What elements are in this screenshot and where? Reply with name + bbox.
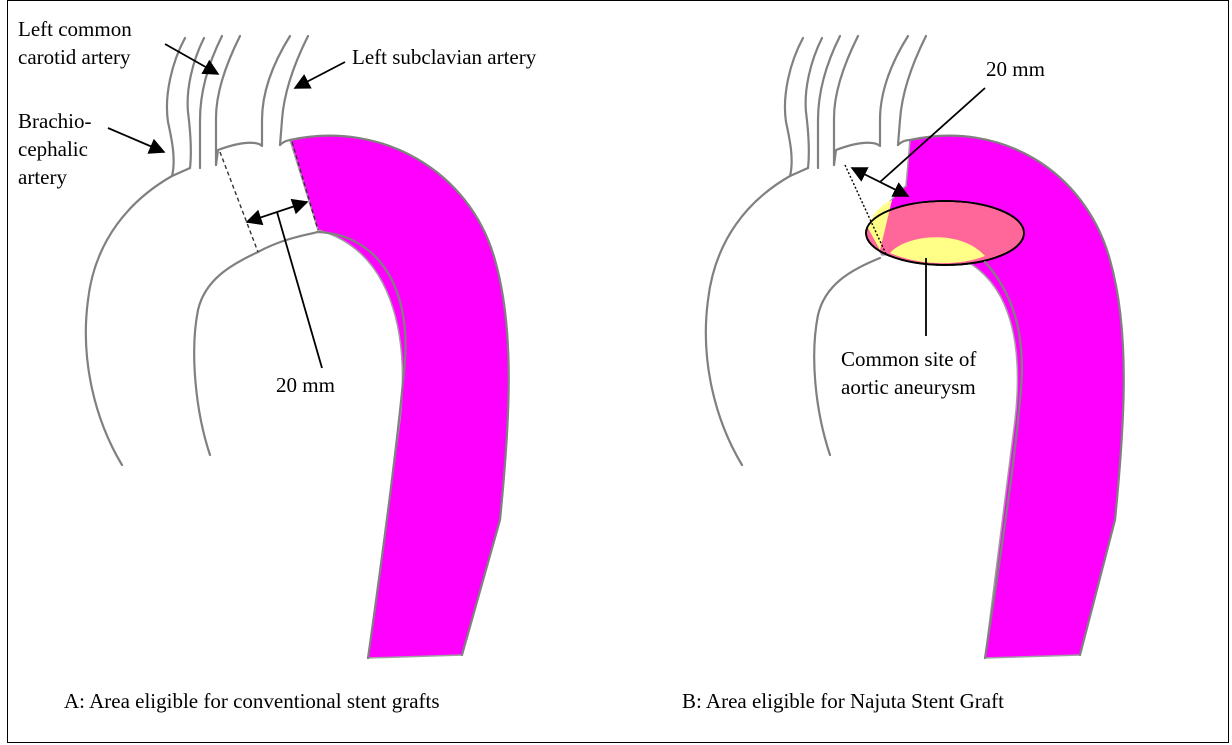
aortic-arch-outline-a xyxy=(86,176,172,465)
carotid-label-line1: Left common xyxy=(18,17,132,41)
panel-b: 20 mm Common site of aortic aneurysm B: … xyxy=(682,36,1124,713)
dashed-boundary-left-a xyxy=(220,152,258,252)
brachio-label-line2: cephalic xyxy=(18,137,88,161)
aortic-arch-outline-b xyxy=(706,176,790,465)
carotid-label-line2: carotid artery xyxy=(18,45,131,69)
caption-b: B: Area eligible for Najuta Stent Graft xyxy=(682,689,1004,713)
inner-arch-a xyxy=(194,252,258,455)
subclavian-label: Left subclavian artery xyxy=(352,45,537,69)
brachio-label-line3: artery xyxy=(18,165,67,189)
aneurysm-label-line1: Common site of xyxy=(841,347,976,371)
measurement-label-a: 20 mm xyxy=(276,373,335,397)
caption-a: A: Area eligible for conventional stent … xyxy=(64,689,440,713)
subclavian-pointer xyxy=(295,62,345,88)
measurement-label-b: 20 mm xyxy=(986,57,1045,81)
brachiocephalic-pointer xyxy=(108,128,164,152)
panel-a: 20 mm Left common carotid artery Left su… xyxy=(18,17,537,713)
aneurysm-label-line2: aortic aneurysm xyxy=(841,375,976,399)
brachio-label-line1: Brachio- xyxy=(18,109,91,133)
